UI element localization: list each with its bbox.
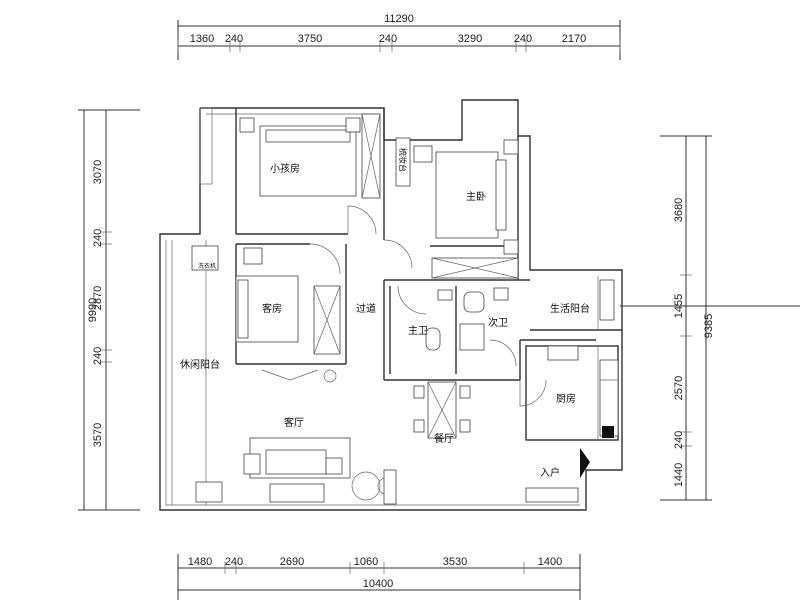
top-dim-4: 240 — [379, 33, 397, 45]
left-dim-1: 3070 — [92, 160, 104, 184]
right-total-dim: 9385 — [703, 314, 715, 338]
room-label-entrance: 入户 — [540, 466, 560, 479]
walls — [159, 99, 623, 511]
left-dimension: 9990 3070 240 2870 240 3570 — [78, 109, 140, 511]
room-label-kids: 小孩房 — [270, 162, 300, 175]
right-dim-2: 1455 — [673, 294, 685, 318]
bottom-dim-5: 3530 — [443, 556, 467, 568]
dining-room: 餐厅 — [413, 381, 471, 445]
left-dim-5: 3570 — [92, 423, 104, 447]
bottom-dimension: 1480 240 2690 1060 3530 1400 10400 — [177, 554, 581, 600]
top-dim-6: 240 — [514, 33, 532, 45]
room-label-living: 客厅 — [284, 416, 304, 429]
bottom-dim-6: 1400 — [538, 556, 562, 568]
bottom-dim-4: 1060 — [354, 556, 378, 568]
top-dim-7: 2170 — [562, 33, 586, 45]
room-label-leisure: 休闲阳台 — [180, 358, 220, 371]
room-label-guest: 客房 — [262, 302, 282, 315]
bottom-dim-2: 240 — [225, 556, 243, 568]
bottom-total-dim: 10400 — [363, 578, 394, 590]
room-label-utility: 生活阳台 — [550, 302, 590, 315]
left-dim-3: 2870 — [92, 286, 104, 310]
washer-label: 洗衣机 — [198, 262, 216, 270]
right-dim-5: 1440 — [673, 463, 685, 487]
entrance: 入户 — [525, 448, 590, 503]
leisure-balcony: 洗衣机 休闲阳台 — [180, 245, 223, 503]
bottom-dim-1: 1480 — [188, 556, 212, 568]
living-room: 客厅 — [243, 369, 397, 505]
right-dim-3: 2570 — [673, 376, 685, 400]
master-bedroom: 梳妆台 主卧 — [383, 137, 519, 279]
top-dim-2: 240 — [225, 33, 243, 45]
top-dim-1: 1360 — [190, 33, 214, 45]
top-dim-3: 3750 — [298, 33, 322, 45]
bathrooms: 主卫 次卫 — [397, 285, 517, 367]
left-dim-2: 240 — [92, 229, 104, 247]
room-label-dining: 餐厅 — [434, 432, 454, 445]
dresser-label: 梳妆台 — [398, 148, 408, 172]
left-total-dim: 9990 — [87, 298, 99, 322]
left-dim-4: 240 — [92, 347, 104, 365]
room-label-hallway: 过道 — [356, 302, 376, 315]
utility-balcony: 生活阳台 — [550, 279, 615, 321]
top-total-dim: 11290 — [384, 13, 414, 25]
kids-room: 小孩房 — [239, 113, 381, 235]
room-label-master-bath: 主卫 — [408, 325, 428, 337]
top-dim-5: 3290 — [458, 33, 482, 45]
room-label-kitchen: 厨房 — [556, 392, 576, 405]
kitchen: 厨房 — [519, 345, 619, 438]
right-dim-1: 3680 — [673, 198, 685, 222]
right-dimension: 3680 1455 2570 240 1440 9385 — [620, 135, 800, 501]
room-label-master: 主卧 — [466, 190, 486, 203]
bottom-dim-3: 2690 — [280, 556, 304, 568]
hallway: 过道 — [356, 302, 376, 315]
room-label-second-bath: 次卫 — [488, 316, 508, 329]
top-dimension: 11290 1360 240 3750 240 3290 240 2170 — [177, 13, 621, 60]
right-dim-4: 240 — [673, 431, 685, 449]
guest-room: 客房 — [235, 243, 341, 355]
